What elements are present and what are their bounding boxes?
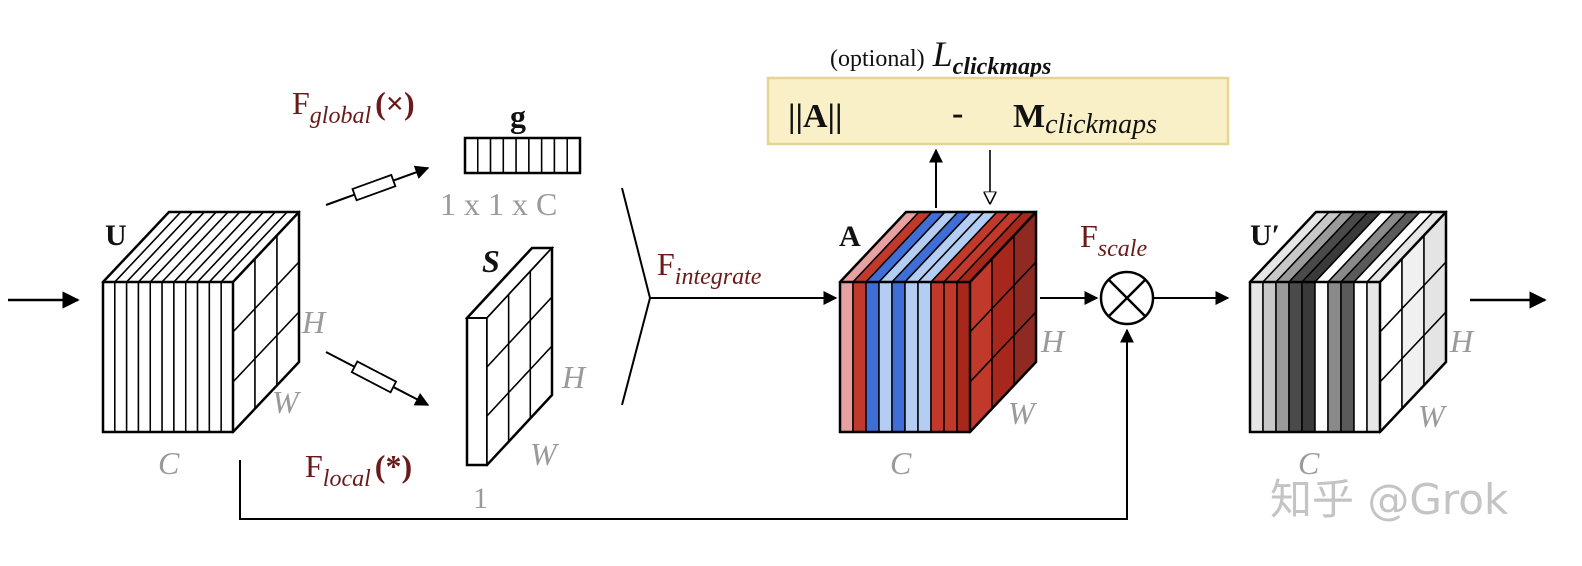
cube-front-stripe <box>956 281 971 433</box>
label-U: U <box>105 219 127 252</box>
cube-front-stripe <box>1249 281 1264 433</box>
label-A-H: H <box>1040 323 1066 359</box>
cube-front-stripe <box>904 281 919 433</box>
label-g: g <box>510 98 526 134</box>
cube-front-stripe <box>114 281 128 433</box>
g-cell <box>566 137 581 174</box>
loss-box <box>766 76 1230 146</box>
cube-front-stripe <box>102 281 116 433</box>
cube-front-stripe <box>220 281 234 433</box>
cube-edge <box>1379 211 1447 283</box>
g-cell <box>502 137 517 174</box>
cube-outline <box>1248 210 1448 434</box>
cube-front-stripe <box>1327 281 1342 433</box>
cube-front-stripe <box>917 281 932 433</box>
integrate-connector <box>621 187 651 406</box>
cube-front-stripe <box>1314 281 1329 433</box>
cube-front-stripe <box>943 281 958 433</box>
skip-connection <box>239 328 1134 520</box>
cube-front-stripe <box>1340 281 1355 433</box>
loss-M: Mclickmaps <box>1013 98 1157 140</box>
cube-front-stripe <box>1366 281 1381 433</box>
g-cell <box>515 137 530 174</box>
label-f-global: Fglobal(×) <box>292 85 415 129</box>
cube-front-stripe <box>137 281 152 433</box>
label-loss: (optional)Lclickmaps <box>830 34 1051 80</box>
g-cell <box>540 137 556 174</box>
s-front <box>466 317 488 466</box>
cube-front-stripe <box>852 281 867 433</box>
conv-arrow-body <box>325 165 430 206</box>
label-A: A <box>839 220 861 253</box>
scale-multiply-symbol <box>1099 270 1155 326</box>
cube-front-stripe <box>1288 281 1303 433</box>
watermark: 知乎 @Grok <box>1270 475 1509 524</box>
label-f-local: Flocal(*) <box>305 448 412 492</box>
loss-minus: - <box>952 95 963 132</box>
conv-arrow-body <box>325 351 430 406</box>
cube-outline <box>101 210 301 434</box>
g-cell <box>553 137 568 174</box>
label-f-integrate: Fintegrate <box>657 246 762 290</box>
cube-front-stripe <box>1301 281 1316 433</box>
feature-cube-U <box>101 210 301 434</box>
cube-front-stripe <box>1262 281 1277 433</box>
label-U-C: C <box>158 445 180 481</box>
cube-front-stripe <box>1353 281 1368 433</box>
cube-outline <box>838 210 1038 434</box>
conv-arrow-global <box>325 165 430 206</box>
label-U-prime: U′ <box>1250 219 1280 252</box>
cube-front-stripe <box>878 281 893 433</box>
cube-front-stripe <box>1275 281 1290 433</box>
conv-arrow-local <box>325 351 430 406</box>
global-vector-g <box>463 136 582 175</box>
g-cell <box>464 137 479 174</box>
label-Uprime-W: W <box>1418 398 1448 434</box>
cube-front-stripe <box>865 281 880 433</box>
cube-edge <box>969 211 1037 283</box>
label-U-W: W <box>272 384 302 420</box>
cube-front-stripe <box>196 281 211 433</box>
g-cell <box>477 137 492 174</box>
cube-front-stripe <box>891 281 906 433</box>
cube-front-stripe <box>125 281 140 433</box>
label-S-1: 1 <box>473 482 488 515</box>
label-Uprime-C: C <box>1298 445 1320 481</box>
output-cube-U-prime <box>1248 210 1448 434</box>
g-cell <box>489 137 505 174</box>
g-outline <box>463 136 582 175</box>
local-map-S <box>464 246 555 467</box>
cube-front-stripe <box>173 281 187 433</box>
label-S-H: H <box>561 359 587 395</box>
label-f-scale: Fscale <box>1080 218 1147 262</box>
label-A-C: C <box>890 445 912 481</box>
attention-cube-A <box>838 210 1038 434</box>
cube-front-stripe <box>161 281 175 433</box>
conv-arrow-box <box>350 360 398 394</box>
label-U-H: H <box>301 304 327 340</box>
label-S: S <box>482 243 500 279</box>
label-S-W: W <box>530 436 560 472</box>
cube-front-stripe <box>839 281 854 433</box>
s-outline <box>465 246 554 467</box>
label-g-dims: 1 x 1 x C <box>440 186 557 222</box>
g-cell <box>528 137 543 174</box>
cube-front-stripe <box>184 281 199 433</box>
cube-front-stripe <box>208 281 222 433</box>
cube-front-stripe <box>930 281 945 433</box>
label-A-W: W <box>1008 395 1038 431</box>
cube-edge <box>232 211 300 283</box>
loss-A-norm: ||A|| <box>788 98 843 135</box>
cube-front-stripe <box>149 281 163 433</box>
label-Uprime-H: H <box>1449 323 1475 359</box>
conv-arrow-box <box>351 173 397 202</box>
